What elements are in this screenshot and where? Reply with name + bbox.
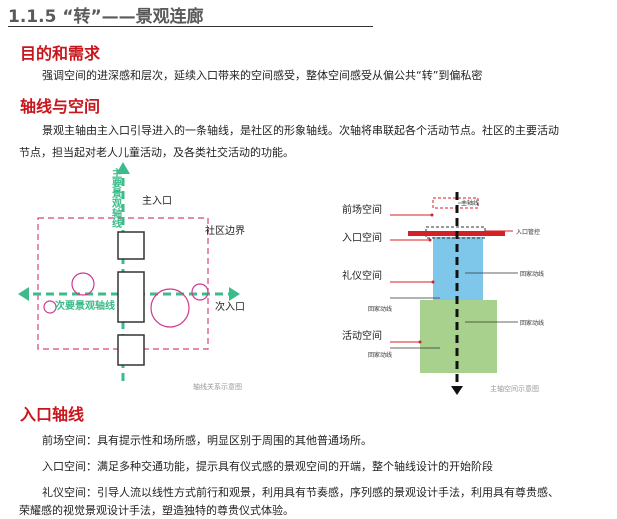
purpose-text: 强调空间的进深感和层次，延续入口带来的空间感受，整体空间感受从偏公共“转”到偏私… bbox=[42, 69, 483, 82]
title-divider bbox=[8, 26, 373, 27]
main-axis-small-label: 主轴线 bbox=[461, 199, 479, 207]
entrance-axis-ceremony-line2: 荣耀感的视觉景观设计手法，塑造独特的尊贵仪式体验。 bbox=[19, 504, 294, 517]
node-square-middle bbox=[117, 271, 145, 323]
entrance-control-label: 入口管控 bbox=[516, 228, 540, 236]
secondary-axis-arrow-right bbox=[229, 287, 240, 301]
right-diagram-caption: 主轴空间示意图 bbox=[490, 384, 539, 393]
leader-dot bbox=[430, 213, 434, 217]
return-line-label: 回家动线 bbox=[368, 305, 392, 313]
left-diagram-caption: 轴线关系示意图 bbox=[193, 382, 242, 391]
axis-space-line1: 景观主轴由主入口引导进入的一条轴线，是社区的形象轴线。次轴将串联起各个活动节点。… bbox=[42, 124, 559, 137]
node-square-bottom bbox=[117, 334, 145, 366]
section-title: 1.1.5 “转”——景观连廊 bbox=[8, 7, 204, 27]
leader-dot bbox=[431, 280, 435, 284]
main-axis-label: 主要景观轴线 bbox=[110, 167, 122, 229]
activity-node-circle bbox=[43, 300, 57, 314]
return-line-label: 回家动线 bbox=[368, 351, 392, 359]
leader-dot bbox=[428, 238, 432, 242]
entrance-axis-ceremony-line1: 礼仪空间：引导人流以线性方式前行和观景，利用具有节奏感，序列感的景观设计手法，利… bbox=[42, 486, 559, 499]
entrance-axis-fore: 前场空间：具有提示性和场所感，明显区别于周围的其他普通场所。 bbox=[42, 434, 372, 447]
main-entrance-label: 主入口 bbox=[142, 195, 172, 207]
entrance-space-label: 入口空间 bbox=[342, 231, 382, 244]
secondary-axis-label: 次要景观轴线 bbox=[55, 299, 115, 312]
main-axis-space-diagram: 前场空间 主轴线 入口空间 入口管控 礼仪空间 回家动线 回家动线 回家动线 活… bbox=[342, 192, 544, 395]
axis-space-line2: 节点，担当起对老人儿童活动，及各类社交活动的功能。 bbox=[19, 146, 294, 159]
secondary-axis-arrow-left bbox=[18, 287, 29, 301]
secondary-entrance-label: 次入口 bbox=[215, 300, 245, 313]
axis-space-heading: 轴线与空间 bbox=[20, 97, 101, 116]
axis-relation-diagram: 主要景观轴线 主入口 社区边界 次要景观轴线 次入口 轴线关系示意图 bbox=[18, 162, 245, 391]
main-axis-arrow bbox=[116, 162, 130, 174]
main-axis-arrow bbox=[451, 386, 463, 395]
activity-space-label: 活动空间 bbox=[342, 329, 382, 342]
entrance-axis-heading: 入口轴线 bbox=[20, 405, 85, 424]
return-line-label: 回家动线 bbox=[520, 319, 544, 327]
purpose-heading: 目的和需求 bbox=[20, 44, 101, 63]
return-line-label: 回家动线 bbox=[520, 270, 544, 278]
fore-space-label: 前场空间 bbox=[342, 203, 382, 216]
entrance-axis-entrance: 入口空间：满足多种交通功能，提示具有仪式感的景观空间的开端，整个轴线设计的开始阶… bbox=[42, 460, 493, 473]
activity-node-circle bbox=[150, 288, 190, 328]
leader-dot bbox=[418, 340, 422, 344]
ceremony-space-label: 礼仪空间 bbox=[342, 269, 382, 282]
node-square-top bbox=[117, 231, 145, 260]
activity-node-circle bbox=[191, 283, 209, 301]
activity-node-circle bbox=[71, 272, 95, 296]
community-boundary-label: 社区边界 bbox=[205, 224, 245, 237]
